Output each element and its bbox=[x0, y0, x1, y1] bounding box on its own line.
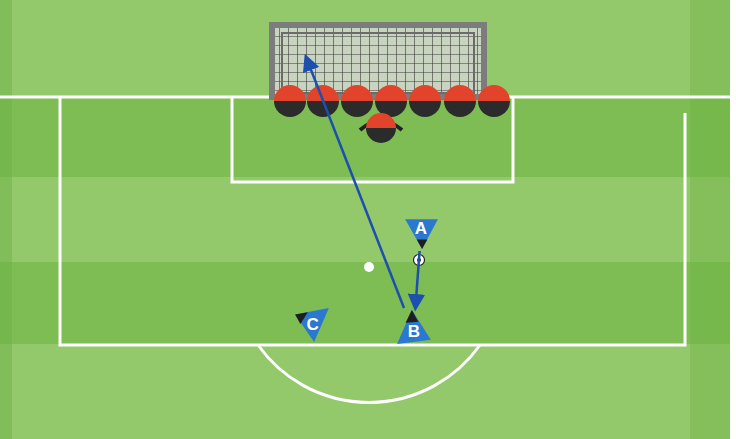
player-letter: A bbox=[415, 220, 427, 237]
defender-marker bbox=[375, 85, 407, 117]
player-letter: C bbox=[307, 316, 319, 333]
player-marker: A bbox=[402, 213, 440, 251]
goal bbox=[272, 25, 484, 97]
defender-marker bbox=[274, 85, 306, 117]
defender-wall bbox=[274, 85, 510, 117]
player-marker: B bbox=[395, 308, 433, 346]
player-letter: B bbox=[408, 323, 420, 340]
grass-stripe bbox=[0, 97, 730, 177]
ball bbox=[414, 255, 425, 266]
player-marker: C bbox=[293, 306, 331, 344]
goalkeeper bbox=[360, 113, 402, 143]
defender-marker bbox=[409, 85, 441, 117]
grass-stripe bbox=[0, 262, 730, 344]
penalty-spot bbox=[364, 262, 374, 272]
shot-arrow bbox=[306, 57, 404, 308]
pass-arrow bbox=[415, 251, 419, 308]
defender-marker bbox=[478, 85, 510, 117]
defender-marker bbox=[341, 85, 373, 117]
pitch-lines bbox=[0, 97, 730, 402]
defender-marker bbox=[444, 85, 476, 117]
